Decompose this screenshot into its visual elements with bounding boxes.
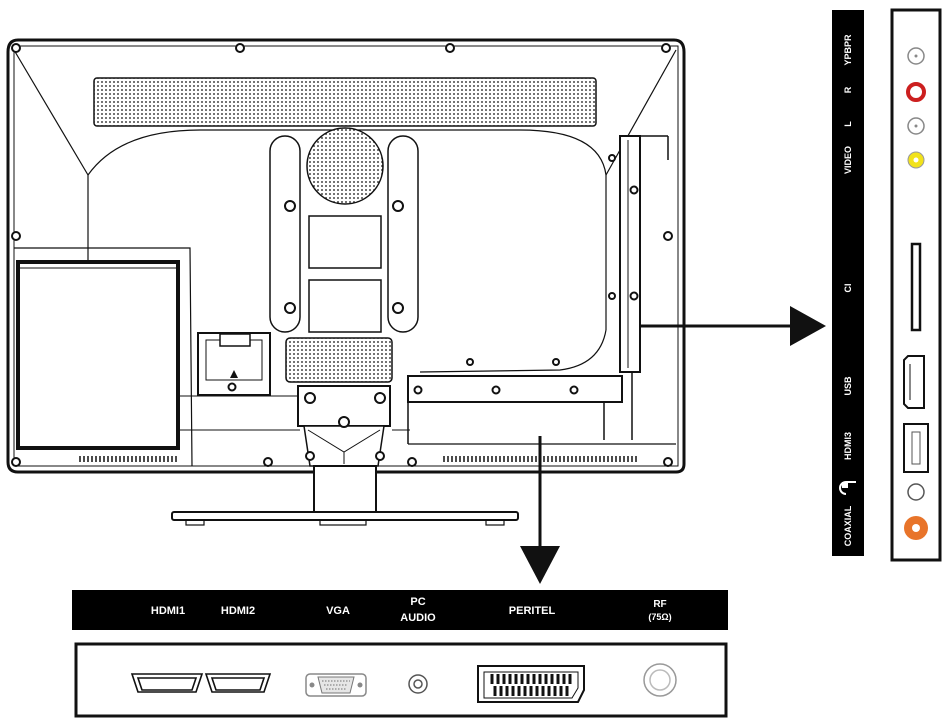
label-r: R: [843, 86, 853, 93]
stand-base: [171, 511, 519, 521]
vesa-plate-bottom: [308, 279, 382, 333]
headphone-jack: [907, 483, 925, 501]
side-label-bar: [832, 10, 864, 556]
label-l: L: [843, 121, 853, 127]
label-rf-line2: (75Ω): [648, 612, 671, 622]
left-panel-block: [16, 260, 180, 450]
label-pc-audio-line2: AUDIO: [400, 612, 436, 624]
label-hdmi1: HDMI1: [151, 605, 185, 617]
screws: [11, 43, 673, 467]
audio-r-jack: [906, 82, 926, 102]
bottom-connector-bracket: [407, 375, 623, 403]
side-connector-panel: YPBPR R L VIDEO CI USB HDMI3 COAXIAL: [832, 8, 942, 562]
label-ci: CI: [843, 284, 853, 293]
top-vent-grille: [93, 77, 597, 127]
vesa-plate-top: [308, 215, 382, 269]
speaker-grille: [306, 127, 384, 205]
label-ypbpr: YPBPR: [843, 34, 853, 66]
label-usb: USB: [843, 376, 853, 396]
label-hdmi2: HDMI2: [221, 605, 255, 617]
bottom-connector-panel: HDMI1 HDMI2 VGA PC AUDIO PERITEL RF (75Ω…: [72, 590, 728, 718]
label-pc-audio-line1: PC: [410, 596, 425, 608]
hdmi1-port: [136, 677, 198, 691]
label-coaxial: COAXIAL: [843, 505, 853, 546]
peritel-port: [477, 665, 585, 703]
vga-port: [305, 673, 367, 697]
label-peritel: PERITEL: [509, 605, 556, 617]
usb-port: [903, 355, 925, 409]
label-hdmi3: HDMI3: [843, 432, 853, 460]
ci-slot: [910, 242, 922, 332]
lower-vent-grille: [285, 337, 393, 383]
label-video: VIDEO: [843, 146, 853, 174]
headphone-icon: [839, 481, 856, 495]
arrow-to-side-panel: [640, 306, 826, 346]
hdmi2-port: [210, 677, 266, 691]
label-vga: VGA: [326, 605, 350, 617]
tv-back-view: [6, 38, 686, 526]
arrow-to-bottom-panel: [520, 436, 560, 584]
label-rf-line1: RF: [653, 599, 666, 610]
bottom-label-bar: [72, 590, 728, 630]
